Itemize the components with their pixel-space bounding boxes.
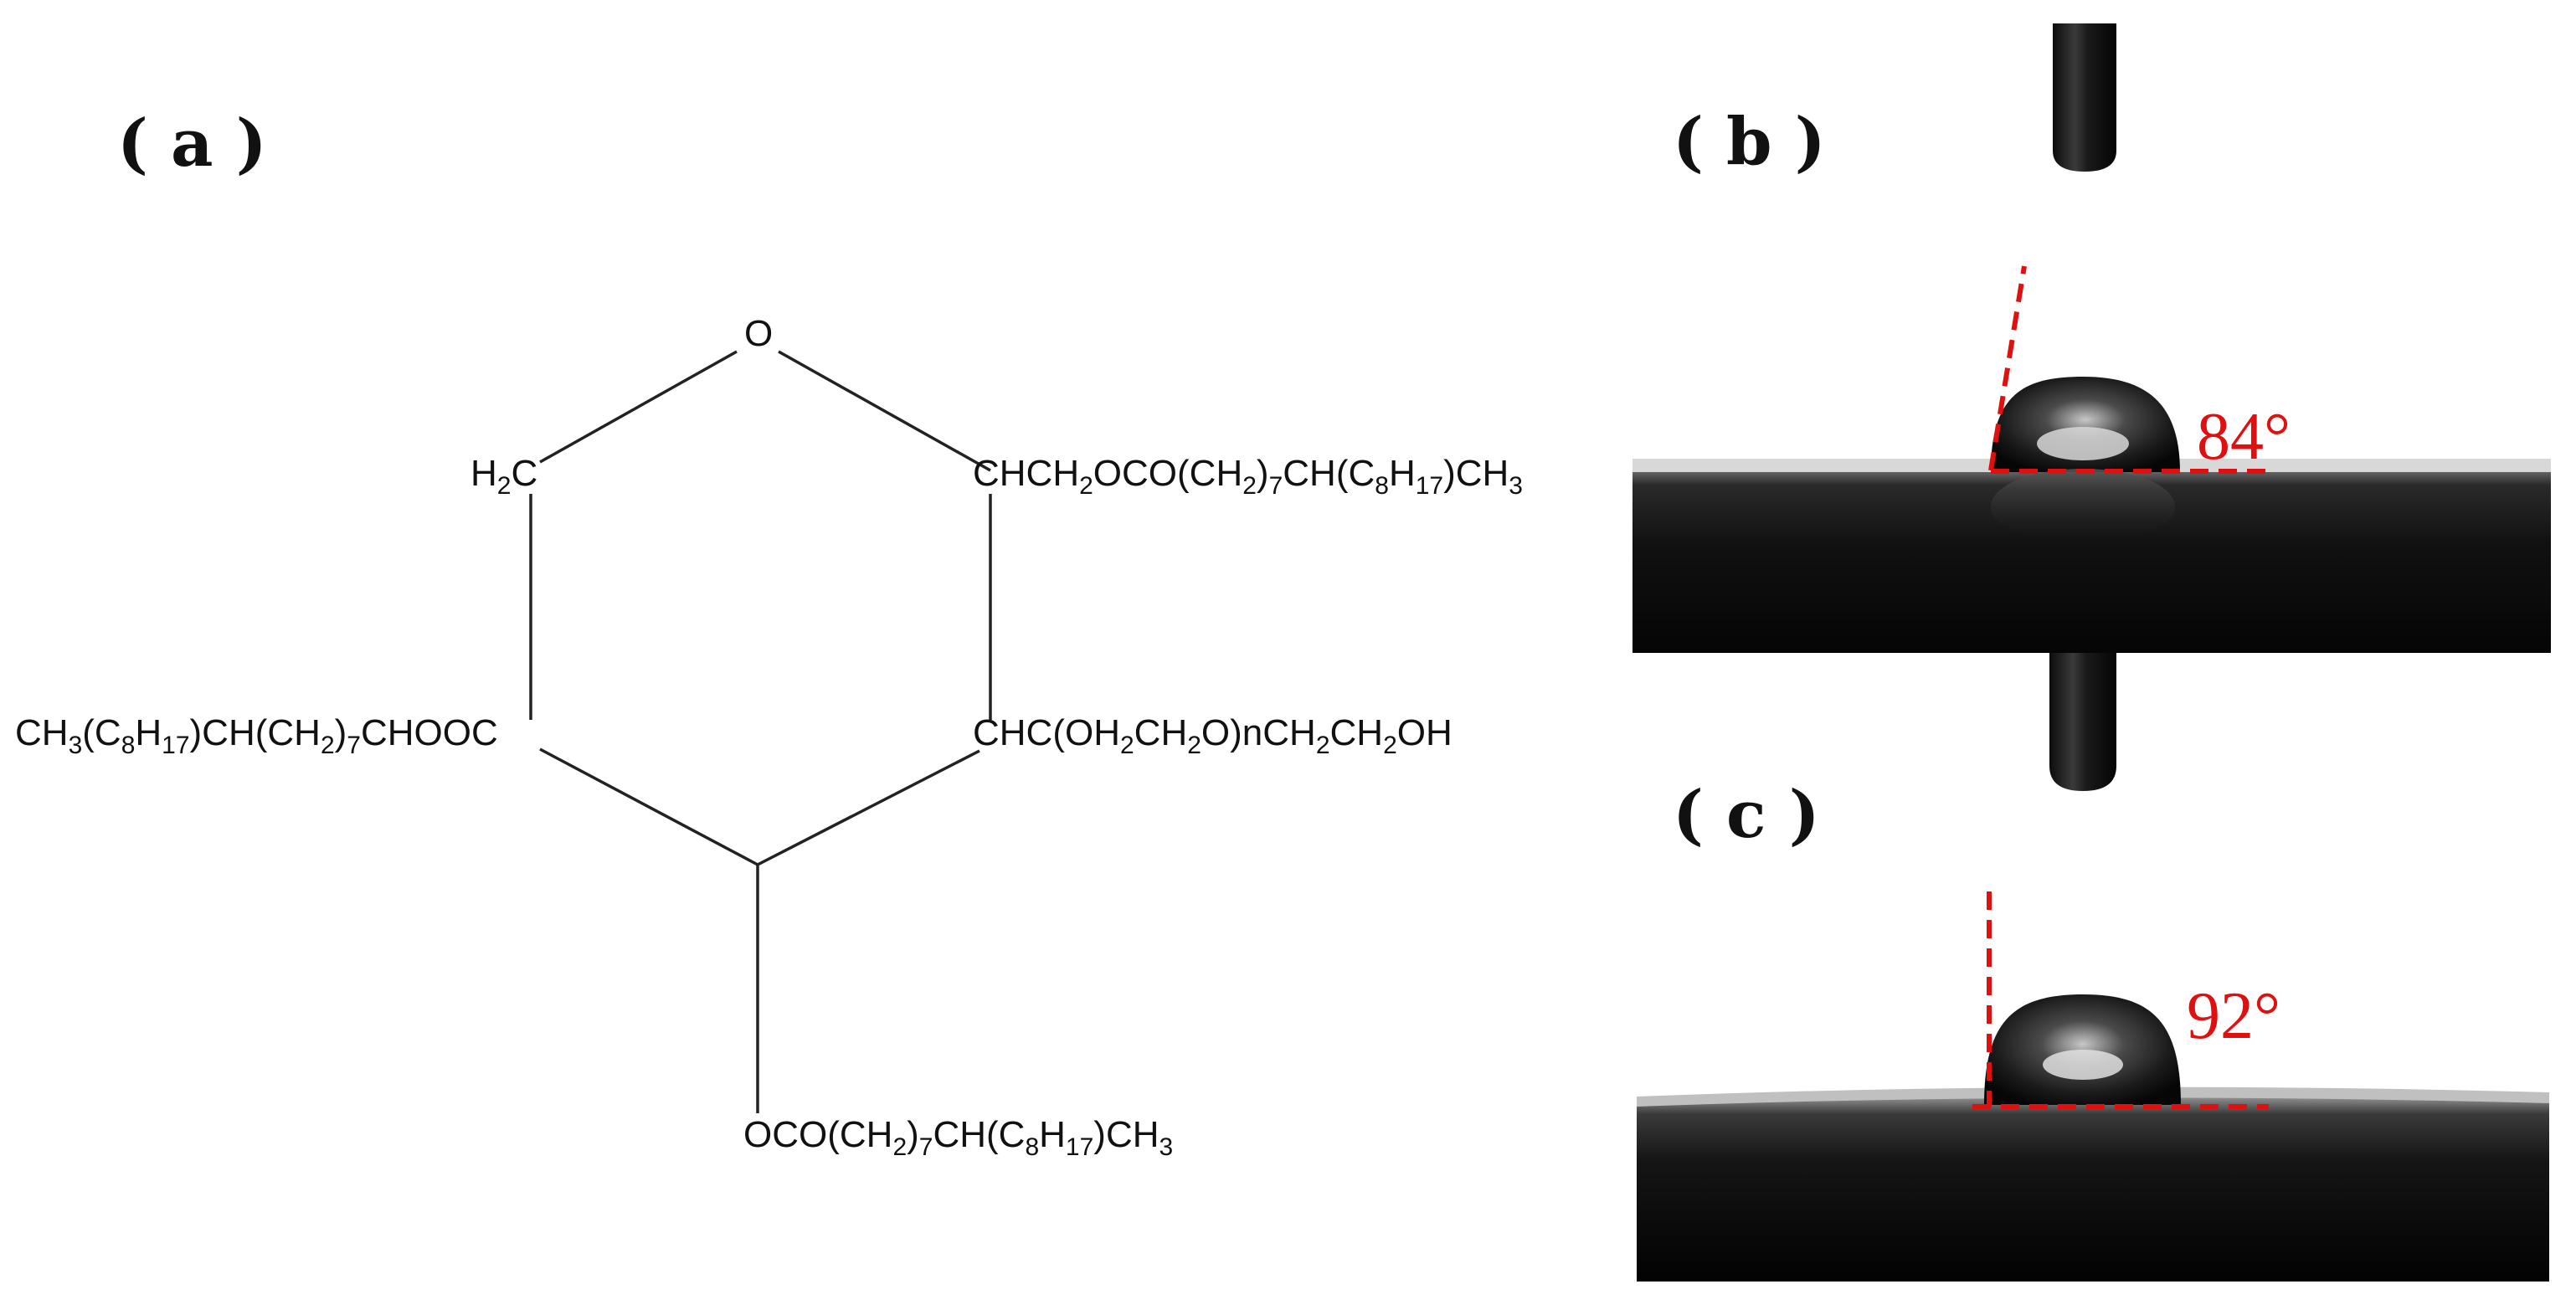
bond-left-bottom xyxy=(539,747,758,866)
ch2-label: H2C xyxy=(470,453,537,500)
bottom-substituent-label: OCO(CH2)7CH(C8H17)CH3 xyxy=(743,1114,1173,1161)
left-mid-substituent-label: CH3(C8H17)CH(CH2)7CHOOC xyxy=(15,712,498,759)
water-droplet-icon-c xyxy=(1984,994,2181,1105)
water-droplet-icon xyxy=(1991,377,2180,544)
bond-right-bottom xyxy=(757,749,980,866)
syringe-needle-icon xyxy=(2053,23,2116,172)
panel-b-label: ( b ) xyxy=(1673,104,1826,180)
panel-a-label: ( a ) xyxy=(117,105,267,182)
panel-a: ( a ) O H2C CHCH2OCO(CH2)7CH(C8H17)CH3 C… xyxy=(15,105,1523,1161)
panel-c: ( c ) 92° xyxy=(1637,777,2549,1282)
panel-b: ( b ) 84° xyxy=(1632,23,2551,791)
bond-o-left xyxy=(539,350,738,464)
substrate-c xyxy=(1637,1095,2549,1282)
right-top-substituent-label: CHCH2OCO(CH2)7CH(C8H17)CH3 xyxy=(973,453,1523,500)
right-mid-substituent-label: CHC(OH2CH2O)nCH2CH2OH xyxy=(973,712,1453,759)
contact-angle-b: 84° xyxy=(2197,400,2291,474)
ring-bonds xyxy=(529,350,992,1113)
bond-o-right xyxy=(778,350,991,472)
tangent-line-b xyxy=(1988,265,2027,471)
contact-angle-c: 92° xyxy=(2187,979,2280,1053)
ring-oxygen-label: O xyxy=(744,313,773,354)
panel-c-label: ( c ) xyxy=(1673,777,1820,853)
syringe-needle-icon-lower xyxy=(2049,653,2116,791)
